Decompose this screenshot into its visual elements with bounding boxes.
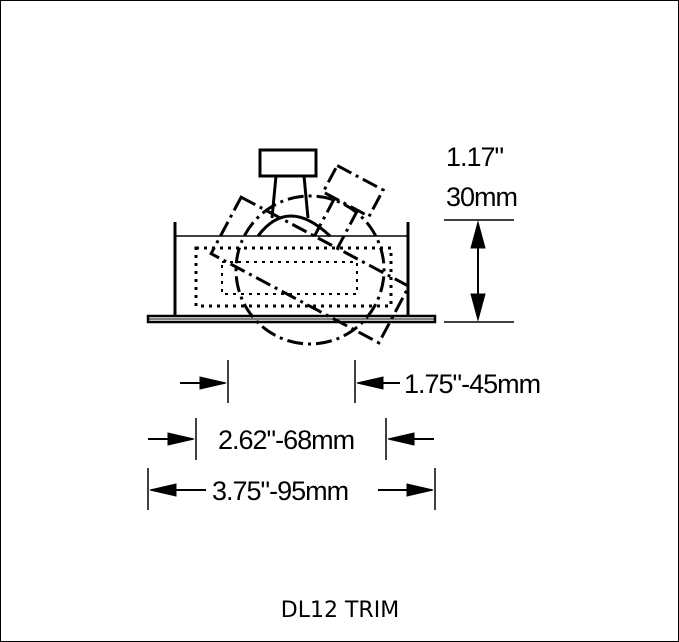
inner-width-label: 2.62"-68mm [218, 425, 354, 455]
aperture-dimension [180, 360, 400, 403]
height-inches-label: 1.17" [446, 142, 504, 172]
diagram-caption: DL12 TRIM [281, 598, 399, 623]
aperture-label: 1.75"-45mm [404, 369, 540, 399]
tilted-lamp-outline [209, 163, 411, 346]
height-dimension [444, 219, 514, 323]
outer-width-label: 3.75"-95mm [212, 476, 348, 506]
outer-dimension [147, 468, 436, 510]
height-mm-label: 30mm [446, 182, 517, 212]
inner-dimension [148, 418, 434, 460]
